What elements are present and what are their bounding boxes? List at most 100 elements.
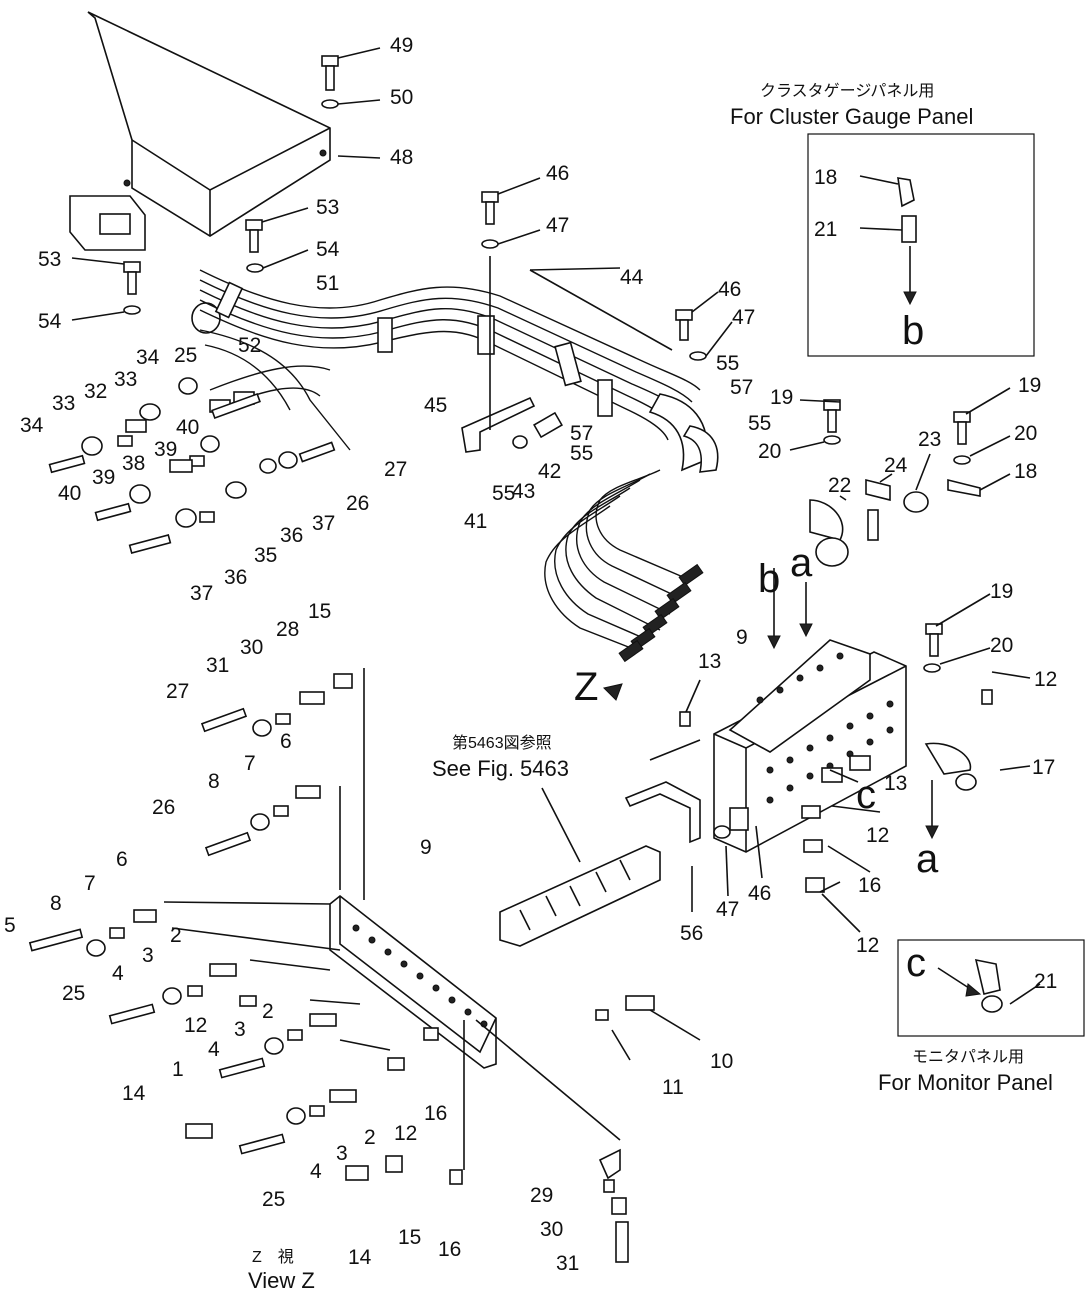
callout-19-b: 19 — [1018, 374, 1041, 397]
callout-3-low: 3 — [336, 1142, 348, 1165]
callout-21-monitor: 21 — [1034, 970, 1057, 993]
callout-3-top: 3 — [142, 944, 154, 967]
cluster-inset-parts — [859, 175, 917, 306]
callout-53-mid: 53 — [316, 196, 339, 219]
callout-33-left: 33 — [52, 392, 75, 415]
callout-55-c: 55 — [570, 442, 593, 465]
fig-ref-en: See Fig. 5463 — [432, 756, 569, 781]
callout-54-left: 54 — [38, 310, 62, 333]
callout-39-left: 39 — [92, 466, 115, 489]
callout-4-low: 4 — [310, 1160, 322, 1183]
callout-47-top: 47 — [546, 214, 569, 237]
callout-44: 44 — [620, 266, 644, 289]
cluster-caption-jp: クラスタゲージパネル用 — [760, 82, 934, 100]
washer-50 — [321, 99, 381, 109]
callout-8-left: 8 — [50, 892, 62, 915]
reference-letters: b b a c a Z c — [574, 309, 939, 985]
callout-14-low: 14 — [348, 1246, 372, 1269]
fitting-42 — [512, 411, 563, 449]
cluster-inset-frame — [807, 133, 1035, 357]
callout-6-left: 6 — [116, 848, 128, 871]
callout-1: 1 — [172, 1058, 184, 1081]
cover-plate — [87, 11, 331, 237]
callout-40-top: 40 — [176, 416, 199, 439]
callout-16-view-mid: 16 — [424, 1102, 447, 1125]
callout-46-low: 46 — [748, 882, 771, 905]
callout-20-a: 20 — [758, 440, 781, 463]
bolt-46-upper — [481, 177, 541, 225]
callout-18-inset: 18 — [814, 166, 837, 189]
view-caption-jp: Z 視 — [252, 1248, 294, 1266]
callout-2-top: 2 — [170, 924, 182, 947]
callout-12-low: 12 — [856, 934, 879, 957]
manifold-block — [713, 639, 907, 853]
washer-47-right — [689, 321, 733, 361]
monitor-inset-frame — [897, 939, 1085, 1037]
bracket-56 — [624, 739, 701, 844]
callout-41: 41 — [464, 510, 487, 533]
callout-21-inset: 21 — [814, 218, 837, 241]
callout-27-top: 27 — [384, 458, 407, 481]
captions: クラスタゲージパネル用 For Cluster Gauge Panel モニタパ… — [248, 82, 1053, 1292]
part-callouts: 49 50 48 46 47 53 54 51 53 54 52 44 46 4… — [4, 34, 1057, 1275]
callout-56: 56 — [680, 922, 703, 945]
callout-47-low: 47 — [716, 898, 739, 921]
callout-50: 50 — [390, 86, 413, 109]
callout-14-left: 14 — [122, 1082, 146, 1105]
callout-26-top: 26 — [346, 492, 369, 515]
bolt-46-right — [675, 291, 719, 341]
callout-25-top: 25 — [174, 344, 197, 367]
callout-24: 24 — [884, 454, 908, 477]
bolt-49 — [321, 47, 381, 91]
callout-25-mid: 25 — [62, 982, 85, 1005]
callout-32: 32 — [84, 380, 107, 403]
callout-9-main: 9 — [736, 626, 748, 649]
callout-40-left: 40 — [58, 482, 81, 505]
rail-fig5463 — [499, 845, 661, 947]
callout-17: 17 — [1032, 756, 1055, 779]
callout-19-a: 19 — [770, 386, 793, 409]
monitor-inset-parts — [937, 958, 1041, 1013]
callout-25-low: 25 — [262, 1188, 285, 1211]
cluster-caption-en: For Cluster Gauge Panel — [730, 104, 973, 129]
callout-23: 23 — [918, 428, 941, 451]
callout-29: 29 — [530, 1184, 553, 1207]
letter-c-inset: c — [906, 941, 926, 985]
leader-lines — [541, 387, 1031, 1061]
callout-27-mid: 27 — [166, 680, 189, 703]
callout-18-main: 18 — [1014, 460, 1037, 483]
callout-30-low: 30 — [540, 1218, 563, 1241]
callout-4-mid: 4 — [208, 1038, 220, 1061]
callout-10: 10 — [710, 1050, 733, 1073]
callout-47-right: 47 — [732, 306, 755, 329]
leader-44 — [529, 267, 621, 271]
letter-a-main: a — [790, 541, 813, 585]
callout-31-top: 31 — [206, 654, 229, 677]
leader-48 — [337, 155, 381, 159]
callout-13-left: 13 — [698, 650, 721, 673]
fig-ref-jp: 第5463図参照 — [452, 734, 552, 752]
callout-52: 52 — [238, 334, 261, 357]
callout-36-top: 36 — [280, 524, 303, 547]
callout-54-mid: 54 — [316, 238, 340, 261]
letter-b-main: b — [758, 557, 780, 601]
callout-20-c: 20 — [990, 634, 1013, 657]
callout-51: 51 — [316, 272, 339, 295]
callout-49: 49 — [390, 34, 413, 57]
callout-12-view: 12 — [184, 1014, 207, 1037]
callout-16-view-low: 16 — [438, 1238, 461, 1261]
callout-12-mid: 12 — [866, 824, 889, 847]
view-z-fittings — [28, 673, 655, 1263]
callout-57-b: 57 — [570, 422, 593, 445]
callout-13-right: 13 — [884, 772, 907, 795]
letter-z-view: Z — [574, 665, 598, 709]
callout-9-view: 9 — [420, 836, 432, 859]
callout-45: 45 — [424, 394, 447, 417]
callout-31-low: 31 — [556, 1252, 579, 1275]
callout-20-b: 20 — [1014, 422, 1037, 445]
callout-30-top: 30 — [240, 636, 263, 659]
callout-34-top: 34 — [136, 346, 160, 369]
callout-34-left: 34 — [20, 414, 44, 437]
letter-c-main: c — [856, 773, 876, 817]
